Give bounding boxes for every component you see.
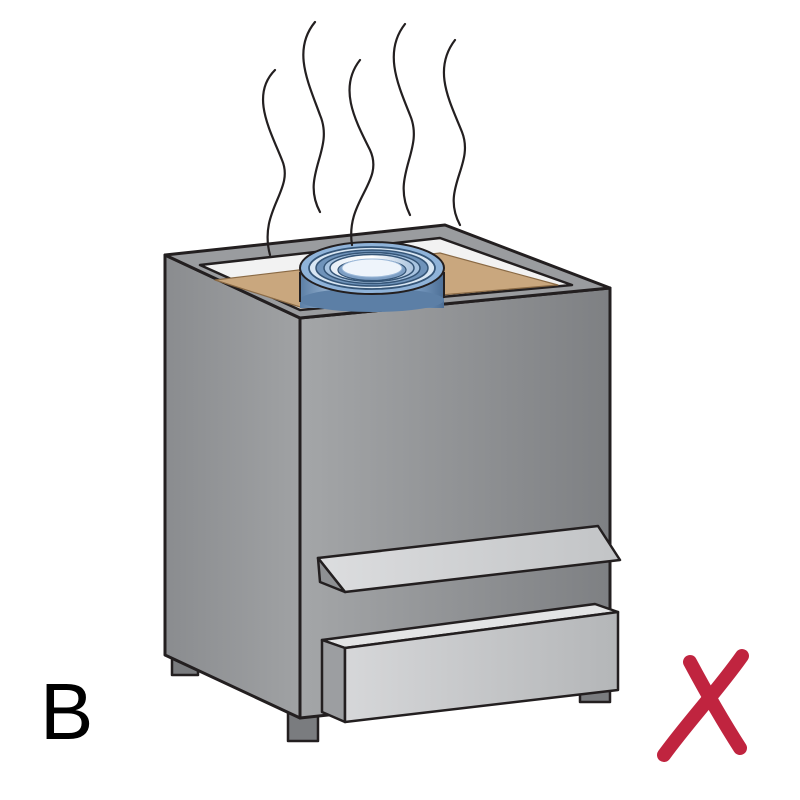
box-side-face bbox=[163, 253, 302, 720]
bearing-icon bbox=[299, 241, 445, 312]
cross-mark-icon bbox=[657, 649, 749, 762]
drawer-front bbox=[343, 610, 620, 724]
upper-ledge bbox=[316, 524, 622, 594]
steam-lines bbox=[261, 20, 467, 257]
panel-label: B bbox=[40, 667, 94, 756]
drawer-side bbox=[320, 638, 347, 724]
drawer[interactable] bbox=[320, 602, 620, 724]
